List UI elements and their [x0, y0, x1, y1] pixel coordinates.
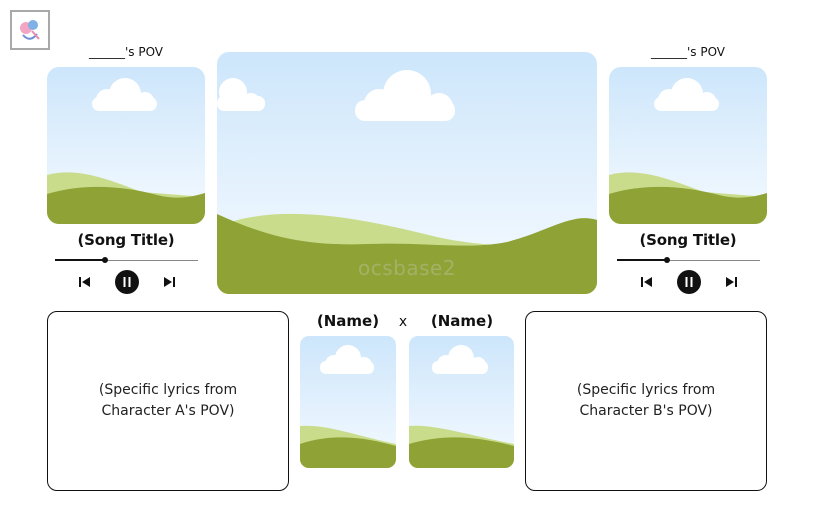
- lyrics-text-character-b: (Specific lyrics from Character B's POV): [576, 382, 716, 419]
- left-next-button[interactable]: [163, 276, 176, 288]
- character-b-portrait: [409, 336, 514, 468]
- pause-icon: [115, 270, 139, 294]
- left-song-title: (Song Title): [77, 231, 175, 249]
- left-progress-knob[interactable]: [102, 257, 108, 263]
- lyrics-text-character-a: (Specific lyrics from Character A's POV): [98, 382, 238, 419]
- pair-separator: x: [398, 314, 408, 330]
- logo-icon: [20, 20, 40, 40]
- left-progress-slider[interactable]: [55, 255, 198, 265]
- right-pov-label: ______'s POV: [650, 45, 726, 59]
- name-a: (Name): [316, 312, 380, 330]
- skip-back-icon: [641, 277, 652, 287]
- right-prev-button[interactable]: [640, 276, 653, 288]
- name-b: (Name): [430, 312, 494, 330]
- right-album-art: [609, 67, 767, 224]
- right-song-title: (Song Title): [639, 231, 737, 249]
- watermark: ocsbase2: [357, 256, 457, 280]
- skip-forward-icon: [726, 277, 737, 287]
- right-pause-button[interactable]: [677, 270, 701, 294]
- right-next-button[interactable]: [725, 276, 738, 288]
- lyrics-box-character-a: (Specific lyrics from Character A's POV): [47, 311, 289, 491]
- skip-back-icon: [79, 277, 90, 287]
- character-a-portrait: [300, 336, 396, 468]
- left-pov-label: ______'s POV: [88, 45, 164, 59]
- right-progress-knob[interactable]: [664, 257, 670, 263]
- left-album-art: [47, 67, 205, 224]
- left-pause-button[interactable]: [115, 270, 139, 294]
- lyrics-box-character-b: (Specific lyrics from Character B's POV): [525, 311, 767, 491]
- center-scene: [217, 52, 597, 294]
- logo: [10, 10, 50, 50]
- skip-forward-icon: [164, 277, 175, 287]
- right-progress-slider[interactable]: [617, 255, 760, 265]
- left-prev-button[interactable]: [78, 276, 91, 288]
- pause-icon: [677, 270, 701, 294]
